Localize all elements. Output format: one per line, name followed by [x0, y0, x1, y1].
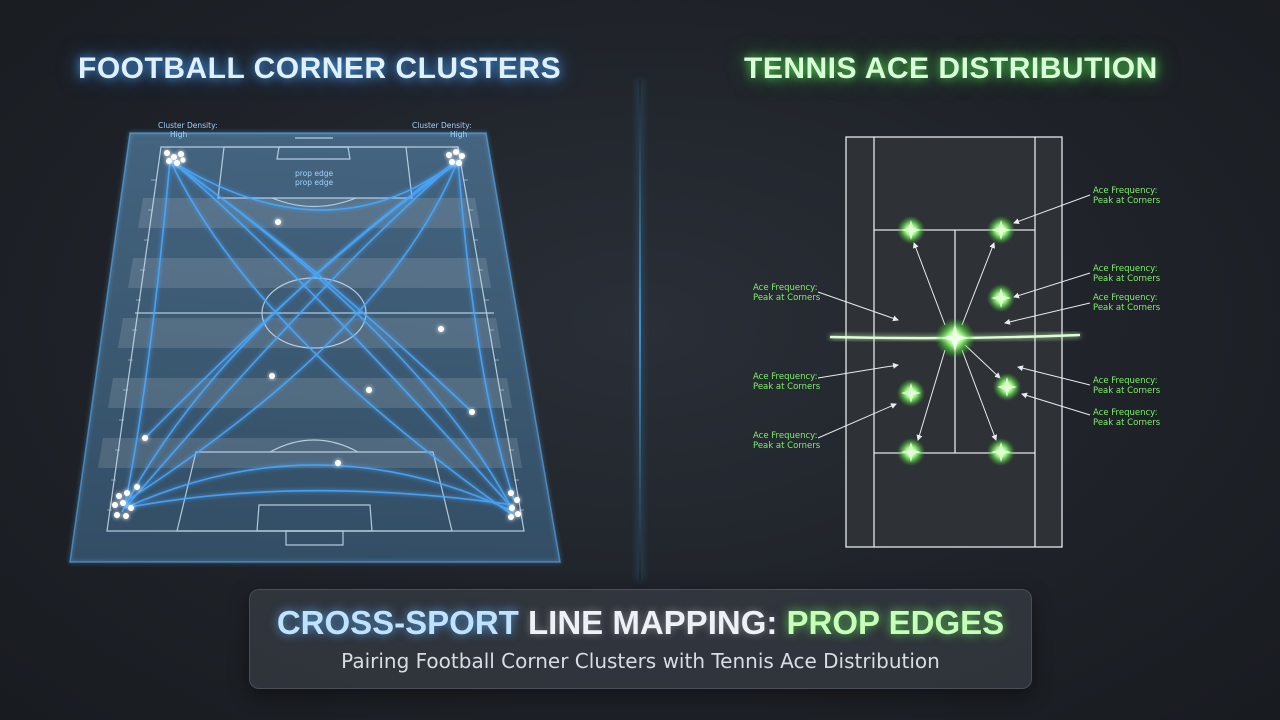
- ace-annotation-l1: Ace Frequency: Peak at Corners: [753, 283, 821, 303]
- svg-text:Ace Frequency:: Ace Frequency:: [753, 431, 817, 441]
- ace-hotspot: [897, 216, 925, 244]
- corner-cluster-bottom-left: [112, 484, 140, 519]
- banner-title-part1: CROSS-SPORT: [276, 604, 519, 641]
- svg-text:Peak at Corners: Peak at Corners: [753, 382, 821, 392]
- ace-hotspot: [987, 216, 1015, 244]
- svg-text:Peak at Corners: Peak at Corners: [1093, 386, 1161, 396]
- corner-cluster-top-right: [446, 149, 465, 166]
- cluster-density-label-right: Cluster Density:: [412, 121, 472, 130]
- ace-hotspot: [993, 373, 1021, 401]
- ace-annotation-r2: Ace Frequency: Peak at Corners: [1093, 264, 1161, 284]
- ace-hotspot-center: [935, 318, 975, 358]
- ball-marker: [438, 326, 444, 332]
- football-pitch: [69, 132, 561, 563]
- ace-annotation-r5: Ace Frequency: Peak at Corners: [1093, 408, 1161, 428]
- banner-title: CROSS-SPORT LINE MAPPING: PROP EDGES: [250, 604, 1031, 642]
- corner-cluster-bottom-right: [508, 490, 521, 520]
- prop-edge-label: prop edge: [295, 178, 334, 187]
- ball-markers: [142, 219, 475, 466]
- svg-text:Ace Frequency:: Ace Frequency:: [1093, 186, 1157, 196]
- svg-text:Peak at Corners: Peak at Corners: [753, 441, 821, 451]
- summary-banner: CROSS-SPORT LINE MAPPING: PROP EDGES Pai…: [249, 589, 1032, 689]
- banner-title-part3: PROP EDGES: [786, 604, 1005, 641]
- ace-arrows: [817, 194, 1091, 441]
- svg-text:Ace Frequency:: Ace Frequency:: [1093, 293, 1157, 303]
- panel-divider: [639, 80, 641, 580]
- svg-text:Ace Frequency:: Ace Frequency:: [1093, 376, 1157, 386]
- corner-cluster-top-left: [164, 150, 186, 166]
- tennis-panel-title: TENNIS ACE DISTRIBUTION: [744, 52, 1158, 85]
- banner-subtitle: Pairing Football Corner Clusters with Te…: [341, 649, 940, 673]
- cluster-density-value-left: High: [170, 130, 187, 139]
- cluster-density-value-right: High: [450, 130, 467, 139]
- svg-text:Peak at Corners: Peak at Corners: [1093, 418, 1161, 428]
- ace-hotspot: [987, 284, 1015, 312]
- ball-marker: [335, 460, 341, 466]
- ace-annotation-r1: Ace Frequency: Peak at Corners: [1093, 186, 1161, 206]
- svg-text:Peak at Corners: Peak at Corners: [1093, 303, 1161, 313]
- ball-marker: [469, 409, 475, 415]
- ball-marker: [142, 435, 148, 441]
- ball-marker: [275, 219, 281, 225]
- ball-marker: [269, 373, 275, 379]
- corner-trajectories: [121, 159, 515, 517]
- ace-annotation-l3: Ace Frequency: Peak at Corners: [753, 431, 821, 451]
- football-panel-title: FOOTBALL CORNER CLUSTERS: [78, 52, 562, 85]
- ace-annotation-r3: Ace Frequency: Peak at Corners: [1093, 293, 1161, 313]
- svg-text:Ace Frequency:: Ace Frequency:: [1093, 264, 1157, 274]
- ace-hotspot: [897, 379, 925, 407]
- svg-text:Ace Frequency:: Ace Frequency:: [1093, 408, 1157, 418]
- svg-text:Ace Frequency:: Ace Frequency:: [753, 372, 817, 382]
- ball-marker: [366, 387, 372, 393]
- banner-title-part2: LINE MAPPING:: [518, 604, 787, 641]
- svg-text:Peak at Corners: Peak at Corners: [753, 293, 821, 303]
- cluster-density-label-left: Cluster Density:: [158, 121, 218, 130]
- ace-annotation-r4: Ace Frequency: Peak at Corners: [1093, 376, 1161, 396]
- ace-annotation-l2: Ace Frequency: Peak at Corners: [753, 372, 821, 392]
- svg-text:Ace Frequency:: Ace Frequency:: [753, 283, 817, 293]
- svg-text:Peak at Corners: Peak at Corners: [1093, 274, 1161, 284]
- prop-edge-label: prop edge: [295, 169, 334, 178]
- svg-text:Peak at Corners: Peak at Corners: [1093, 196, 1161, 206]
- ace-hotspot: [987, 438, 1015, 466]
- ace-hotspot: [897, 438, 925, 466]
- ace-hotspots: [897, 216, 1021, 466]
